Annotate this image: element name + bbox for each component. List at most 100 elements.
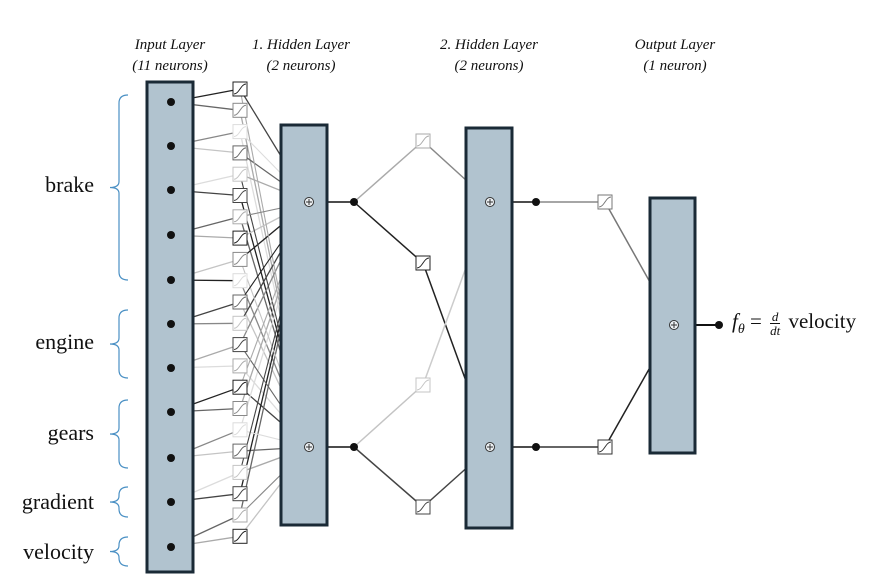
input-neuron	[167, 231, 175, 239]
output-terminal-dot	[715, 321, 723, 329]
activation-curve	[233, 403, 247, 414]
activation-function-icon	[232, 273, 248, 289]
activation-curve	[233, 488, 247, 500]
input-group-bracket	[109, 309, 129, 379]
activation-function-icon	[232, 528, 248, 544]
neurons	[167, 98, 723, 551]
activation-function-icon	[232, 294, 248, 310]
formula-frac-numerator: d	[770, 308, 781, 324]
activation-curve	[598, 196, 612, 208]
activation-curve	[233, 509, 247, 521]
activation-function-icon	[415, 499, 431, 515]
input-group-label-gears: gears	[47, 420, 94, 445]
branch-node	[350, 198, 358, 206]
input-neuron	[167, 543, 175, 551]
layer-boxes	[145, 80, 697, 574]
activation-function-icon	[232, 166, 248, 182]
activation-curve	[233, 445, 247, 457]
connection-edge	[353, 201, 424, 264]
activation-curve	[233, 253, 247, 265]
input-group-label-gradient: gradient	[21, 489, 94, 514]
activation-curve	[416, 257, 430, 269]
layer-count: (2 neurons)	[266, 58, 336, 74]
activation-function-icon	[232, 486, 248, 502]
connection-edge	[353, 446, 424, 508]
activation-function-icon	[232, 443, 248, 459]
formula-function: f	[732, 309, 738, 333]
input-neuron	[167, 320, 175, 328]
input-neuron	[167, 276, 175, 284]
activation-curve	[233, 168, 247, 180]
activation-function-icon	[232, 102, 248, 118]
activation-curve	[233, 360, 247, 372]
input-group-bracket	[109, 536, 129, 567]
activation-function-icon	[232, 209, 248, 225]
activation-curve	[233, 275, 247, 287]
branch-node	[532, 443, 540, 451]
input-group-bracket	[109, 399, 129, 469]
activation-function-icon	[232, 507, 248, 523]
formula-subscript: θ	[737, 322, 745, 338]
activation-function-icon	[232, 145, 248, 161]
layer-title: Input Layer	[134, 37, 206, 53]
formula-rhs: velocity	[788, 309, 857, 333]
input-neuron	[167, 186, 175, 194]
input-neuron	[167, 98, 175, 106]
activation-curve	[233, 211, 247, 223]
activation-function-icon	[232, 230, 248, 246]
input-group-label-velocity: velocity	[23, 539, 94, 564]
activation-curve	[416, 135, 430, 147]
activation-function-icon	[232, 188, 248, 203]
activation-curve	[233, 339, 247, 351]
activation-function-icon	[232, 358, 248, 374]
layer-count: (1 neuron)	[643, 58, 707, 74]
activation-function-icon	[597, 194, 613, 210]
activation-function-icon	[597, 439, 613, 455]
activation-function-icon	[232, 401, 248, 416]
activation-curve	[233, 424, 247, 436]
input-group-bracket	[109, 486, 129, 518]
activation-function-icon	[232, 81, 248, 97]
formula-equals: =	[749, 309, 762, 333]
hidden-1-neuron	[304, 197, 314, 207]
activation-curve	[233, 232, 247, 244]
connection-edge	[353, 140, 424, 203]
hidden-layer-1-box	[279, 123, 329, 527]
activation-curve	[233, 381, 247, 393]
activation-curve	[416, 379, 430, 391]
branch-node	[532, 198, 540, 206]
layer-heading-hidden-1: 1. Hidden Layer (2 neurons)	[236, 35, 366, 77]
input-group-bracket	[109, 94, 129, 281]
formula-derivative: d dt	[770, 308, 781, 338]
activation-curve	[416, 501, 430, 513]
activation-function-icon	[232, 251, 248, 267]
layer-title: Output Layer	[634, 37, 716, 53]
activation-curve	[233, 190, 247, 201]
connections	[170, 88, 719, 548]
input-neuron	[167, 498, 175, 506]
activation-function-icon	[415, 377, 431, 393]
output-formula: fθ = d dt velocity	[732, 309, 856, 338]
layer-count: (2 neurons)	[454, 58, 524, 74]
hidden-2-neuron	[485, 442, 495, 452]
layer-heading-output: Output Layer (1 neuron)	[610, 35, 740, 77]
activation-function-icon	[232, 337, 248, 353]
activation-icons	[232, 81, 613, 544]
activation-curve	[233, 83, 247, 95]
activation-function-icon	[232, 464, 248, 480]
activation-function-icon	[232, 315, 248, 331]
hidden-1-neuron	[304, 442, 314, 452]
activation-function-icon	[232, 422, 248, 438]
formula-frac-denominator: dt	[770, 322, 781, 338]
connection-edge	[353, 384, 424, 448]
input-neuron	[167, 408, 175, 416]
output-neuron	[669, 320, 679, 330]
activation-curve	[233, 296, 247, 308]
activation-curve	[233, 530, 247, 542]
input-neuron	[167, 364, 175, 372]
branch-node	[350, 443, 358, 451]
hidden-2-neuron	[485, 197, 495, 207]
activation-curve	[233, 104, 247, 116]
activation-function-icon	[232, 379, 248, 395]
